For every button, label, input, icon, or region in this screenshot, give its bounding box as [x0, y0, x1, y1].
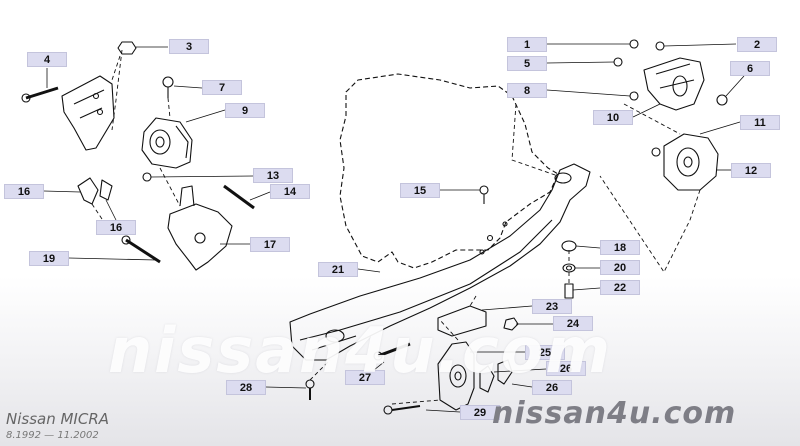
part-callout-13: 13	[253, 168, 293, 183]
part-callout-23: 23	[532, 299, 572, 314]
part-callout-18: 18	[600, 240, 640, 255]
part-callout-26: 26	[546, 361, 586, 376]
mount-9	[141, 117, 193, 169]
part-callout-7: 7	[202, 80, 242, 95]
part-callout-19: 19	[29, 251, 69, 266]
mount-25	[437, 341, 475, 411]
part-callout-27: 27	[345, 370, 385, 385]
part-callout-9: 9	[225, 103, 265, 118]
part-callout-21: 21	[318, 262, 358, 277]
part-callout-17: 17	[250, 237, 290, 252]
part-callout-5: 5	[507, 56, 547, 71]
part-callout-25: 25	[525, 345, 565, 360]
mount-17	[167, 203, 233, 271]
part-callout-8: 8	[507, 83, 547, 98]
part-callout-4: 4	[27, 52, 67, 67]
part-callout-15: 15	[400, 183, 440, 198]
part-callout-28: 28	[226, 380, 266, 395]
part-callout-2: 2	[737, 37, 777, 52]
part-callout-1: 1	[507, 37, 547, 52]
model-label: Nissan MICRA	[6, 410, 110, 428]
mount-12	[663, 133, 719, 191]
part-callout-26: 26	[532, 380, 572, 395]
part-callout-3: 3	[169, 39, 209, 54]
part-callout-16: 16	[96, 220, 136, 235]
bracket-left	[61, 75, 115, 151]
part-callout-10: 10	[593, 110, 633, 125]
part-callout-24: 24	[553, 316, 593, 331]
watermark: nissan4u.com	[108, 314, 612, 387]
part-callout-14: 14	[270, 184, 310, 199]
part-callout-16: 16	[4, 184, 44, 199]
years-label: 8.1992 — 11.2002	[6, 430, 99, 441]
part-callout-29: 29	[460, 405, 500, 420]
part-callout-22: 22	[600, 280, 640, 295]
part-callout-6: 6	[730, 61, 770, 76]
part-callout-20: 20	[600, 260, 640, 275]
part-callout-12: 12	[731, 163, 771, 178]
crossmember	[289, 163, 591, 361]
engine-outline	[339, 73, 559, 269]
brand-logo: nissan4u.com	[492, 396, 737, 431]
bracket-right	[643, 57, 705, 111]
part-callout-11: 11	[740, 115, 780, 130]
